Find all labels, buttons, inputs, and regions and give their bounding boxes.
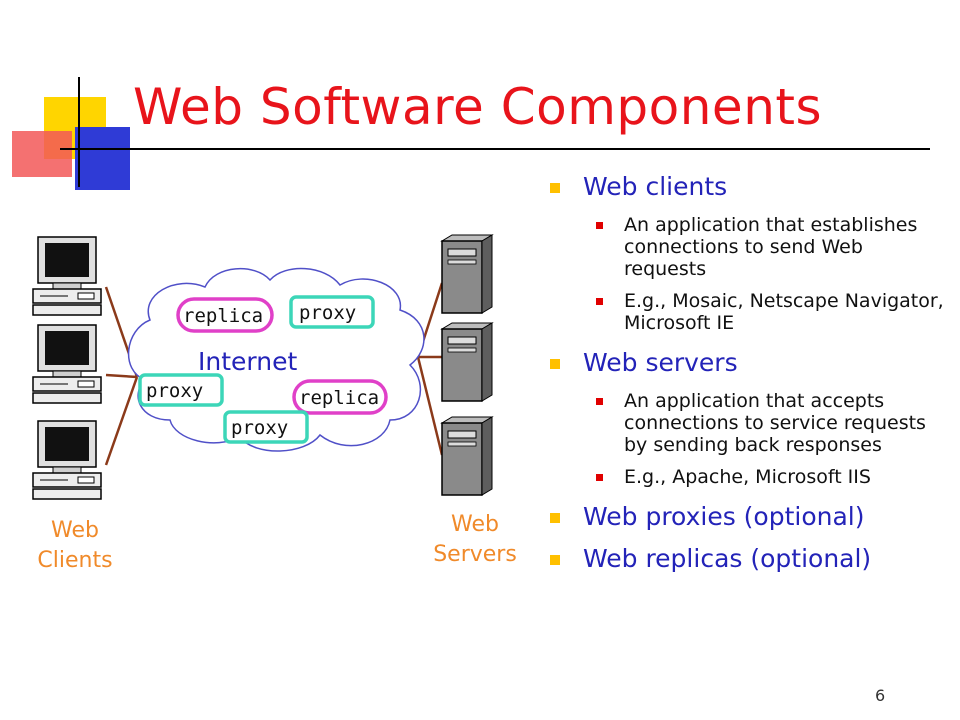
bullet-item: Web servers [550, 348, 950, 378]
client-pc-icon [32, 324, 102, 404]
internet-label: Internet [198, 347, 297, 376]
sub-bullet-item: An application that establishes connecti… [550, 214, 950, 280]
sub-bullet-text: An application that accepts connections … [624, 390, 926, 456]
page-number: 6 [875, 686, 886, 705]
bullet-item: Web clients [550, 172, 950, 202]
replica-node-right-shape [292, 379, 388, 415]
page-title: Web Software Components [133, 78, 823, 136]
bullet-list: Web clients An application that establish… [550, 172, 950, 586]
proxy-node-left-shape [138, 373, 224, 407]
network-diagram: Internet replica proxy proxy replica pro… [32, 234, 494, 500]
sub-bullet-item: E.g., Mosaic, Netscape Navigator, Micros… [550, 290, 950, 334]
bullet-item: Web replicas (optional) [550, 544, 950, 574]
sub-bullet-marker [596, 298, 603, 305]
title-rule [60, 148, 930, 150]
sub-bullet-item: An application that accepts connections … [550, 390, 950, 456]
sub-bullet-text: E.g., Mosaic, Netscape Navigator, Micros… [624, 290, 944, 334]
bullet-marker [550, 513, 560, 523]
proxy-node-top-shape [289, 295, 375, 329]
sub-bullet-marker [596, 474, 603, 481]
client2-connector [105, 373, 138, 379]
server-tower-icon [440, 416, 494, 496]
bullet-label: Web proxies (optional) [583, 502, 865, 531]
bullet-marker [550, 555, 560, 565]
sub-bullet-text: E.g., Apache, Microsoft IIS [624, 466, 871, 488]
client-pc-icon [32, 420, 102, 500]
client-pc-icon [32, 236, 102, 316]
decor-blue-square [75, 127, 130, 190]
sub-bullet-marker [596, 222, 603, 229]
sub-bullet-marker [596, 398, 603, 405]
client3-connector [104, 376, 139, 466]
bullet-marker [550, 183, 560, 193]
sub-bullet-text: An application that establishes connecti… [624, 214, 918, 280]
server3-connector [416, 356, 444, 456]
sub-bullet-item: E.g., Apache, Microsoft IIS [550, 466, 950, 488]
server-tower-icon [440, 322, 494, 402]
proxy-node-bottom: proxy [231, 417, 288, 439]
proxy-node-left: proxy [146, 380, 203, 402]
bullet-label: Web replicas (optional) [583, 544, 872, 573]
bullet-label: Web clients [583, 172, 728, 201]
bullet-label: Web servers [583, 348, 738, 377]
replica-node-right: replica [299, 387, 379, 409]
decor-red-square [12, 131, 72, 177]
proxy-node-top: proxy [299, 302, 356, 324]
replica-node-top-shape [176, 297, 274, 333]
server-tower-icon [440, 234, 494, 314]
replica-node-top: replica [183, 305, 263, 327]
decor-vertical-line [78, 77, 80, 187]
proxy-node-bottom-shape [223, 410, 309, 444]
bullet-marker [550, 359, 560, 369]
bullet-item: Web proxies (optional) [550, 502, 950, 532]
